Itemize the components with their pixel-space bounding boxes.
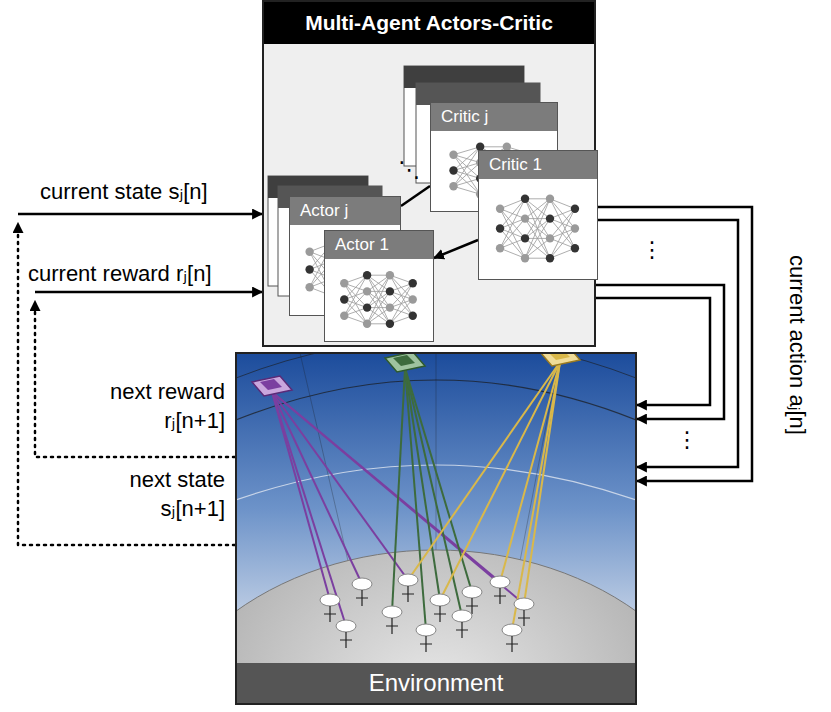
connector — [401, 186, 430, 206]
station-mark — [494, 588, 506, 604]
station-mark — [402, 586, 414, 602]
card-header: Actor j — [290, 197, 400, 225]
ellipsis: ⋱ — [398, 156, 420, 185]
ground-station — [382, 606, 402, 618]
satellite — [252, 376, 292, 396]
ground-station — [462, 586, 482, 598]
ground-station — [352, 578, 372, 590]
station-mark — [456, 622, 468, 638]
agent-panel: Critic j Critic 1 Actor j Actor 1 Multi-Agen… — [262, 0, 596, 347]
beam — [272, 392, 346, 626]
beam — [524, 362, 560, 604]
ground-station — [430, 594, 450, 606]
beam — [500, 362, 560, 582]
ground-station — [514, 598, 534, 610]
card-header: Actor 1 — [325, 231, 433, 259]
card-header: Critic j — [431, 103, 557, 131]
ellipsis: ⋮ — [641, 236, 663, 265]
station-mark — [324, 606, 336, 622]
station-mark — [386, 618, 398, 634]
connector — [35, 292, 262, 457]
satellite — [385, 353, 425, 372]
ground-station — [502, 624, 522, 636]
connector — [18, 214, 262, 545]
ground-station — [416, 624, 436, 636]
connector — [434, 240, 478, 258]
signal-label: current state sⱼ[n] — [40, 178, 208, 207]
neural-network — [325, 259, 432, 340]
ground-station — [398, 574, 418, 586]
signal-label: current action aⱼ[n] — [783, 255, 812, 435]
ground-station — [336, 620, 356, 632]
environment-label: Environment — [237, 663, 635, 703]
station-mark — [420, 636, 432, 652]
panel-title: Multi-Agent Actors-Critic — [264, 2, 594, 44]
connector — [596, 207, 752, 481]
ground-station — [452, 610, 472, 622]
critic-card: Critic 1 — [478, 150, 598, 280]
station-mark — [506, 636, 518, 652]
satellite — [540, 353, 580, 366]
beam — [408, 362, 560, 580]
environment-box: Environment — [235, 352, 637, 705]
connector — [596, 220, 738, 467]
ellipsis: ⋮ — [676, 426, 698, 455]
ground-station — [320, 594, 340, 606]
station-mark — [356, 590, 368, 606]
beam — [272, 392, 408, 580]
ground-station — [490, 576, 510, 588]
actor-card: Actor 1 — [324, 230, 434, 342]
signal-label: next reward rⱼ[n+1] — [95, 378, 225, 435]
beam — [272, 392, 362, 584]
neural-network — [479, 179, 596, 278]
station-mark — [518, 610, 530, 626]
beam — [405, 368, 440, 600]
satellite-scene — [236, 353, 636, 665]
station-mark — [434, 606, 446, 622]
beam — [512, 362, 560, 630]
signal-label: next state sⱼ[n+1] — [95, 466, 225, 523]
station-mark — [340, 632, 352, 648]
card-header: Critic 1 — [479, 151, 597, 179]
signal-label: current reward rⱼ[n] — [28, 260, 212, 289]
